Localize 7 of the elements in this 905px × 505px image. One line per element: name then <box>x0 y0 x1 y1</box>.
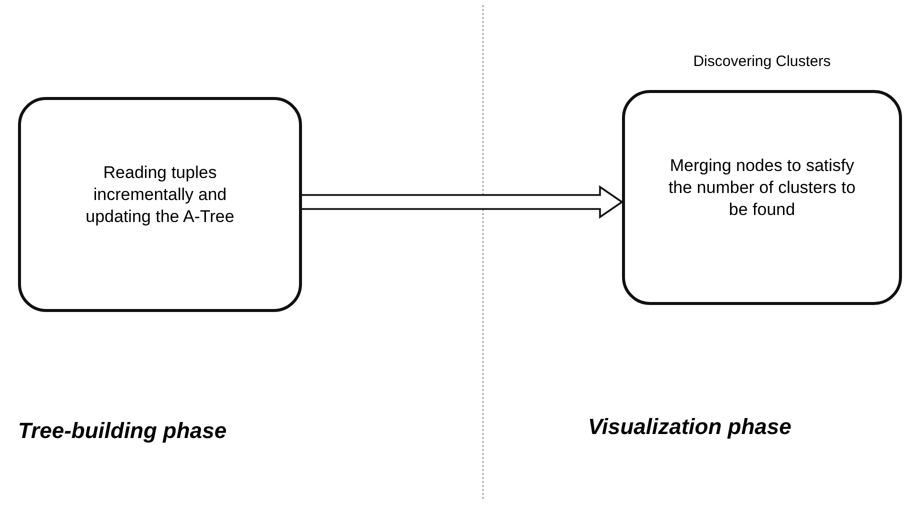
arrow <box>301 185 624 219</box>
box-text: Merging nodes to satisfy the number of clusters to be found <box>667 154 857 220</box>
phase-label: Visualization phase <box>588 413 792 441</box>
box-text: Reading tuples incrementally and updating the A-Tree <box>84 162 236 228</box>
phase-label: Tree-building phase <box>18 417 227 445</box>
box-heading: Discovering Clusters <box>692 52 832 72</box>
process-box <box>18 97 302 312</box>
